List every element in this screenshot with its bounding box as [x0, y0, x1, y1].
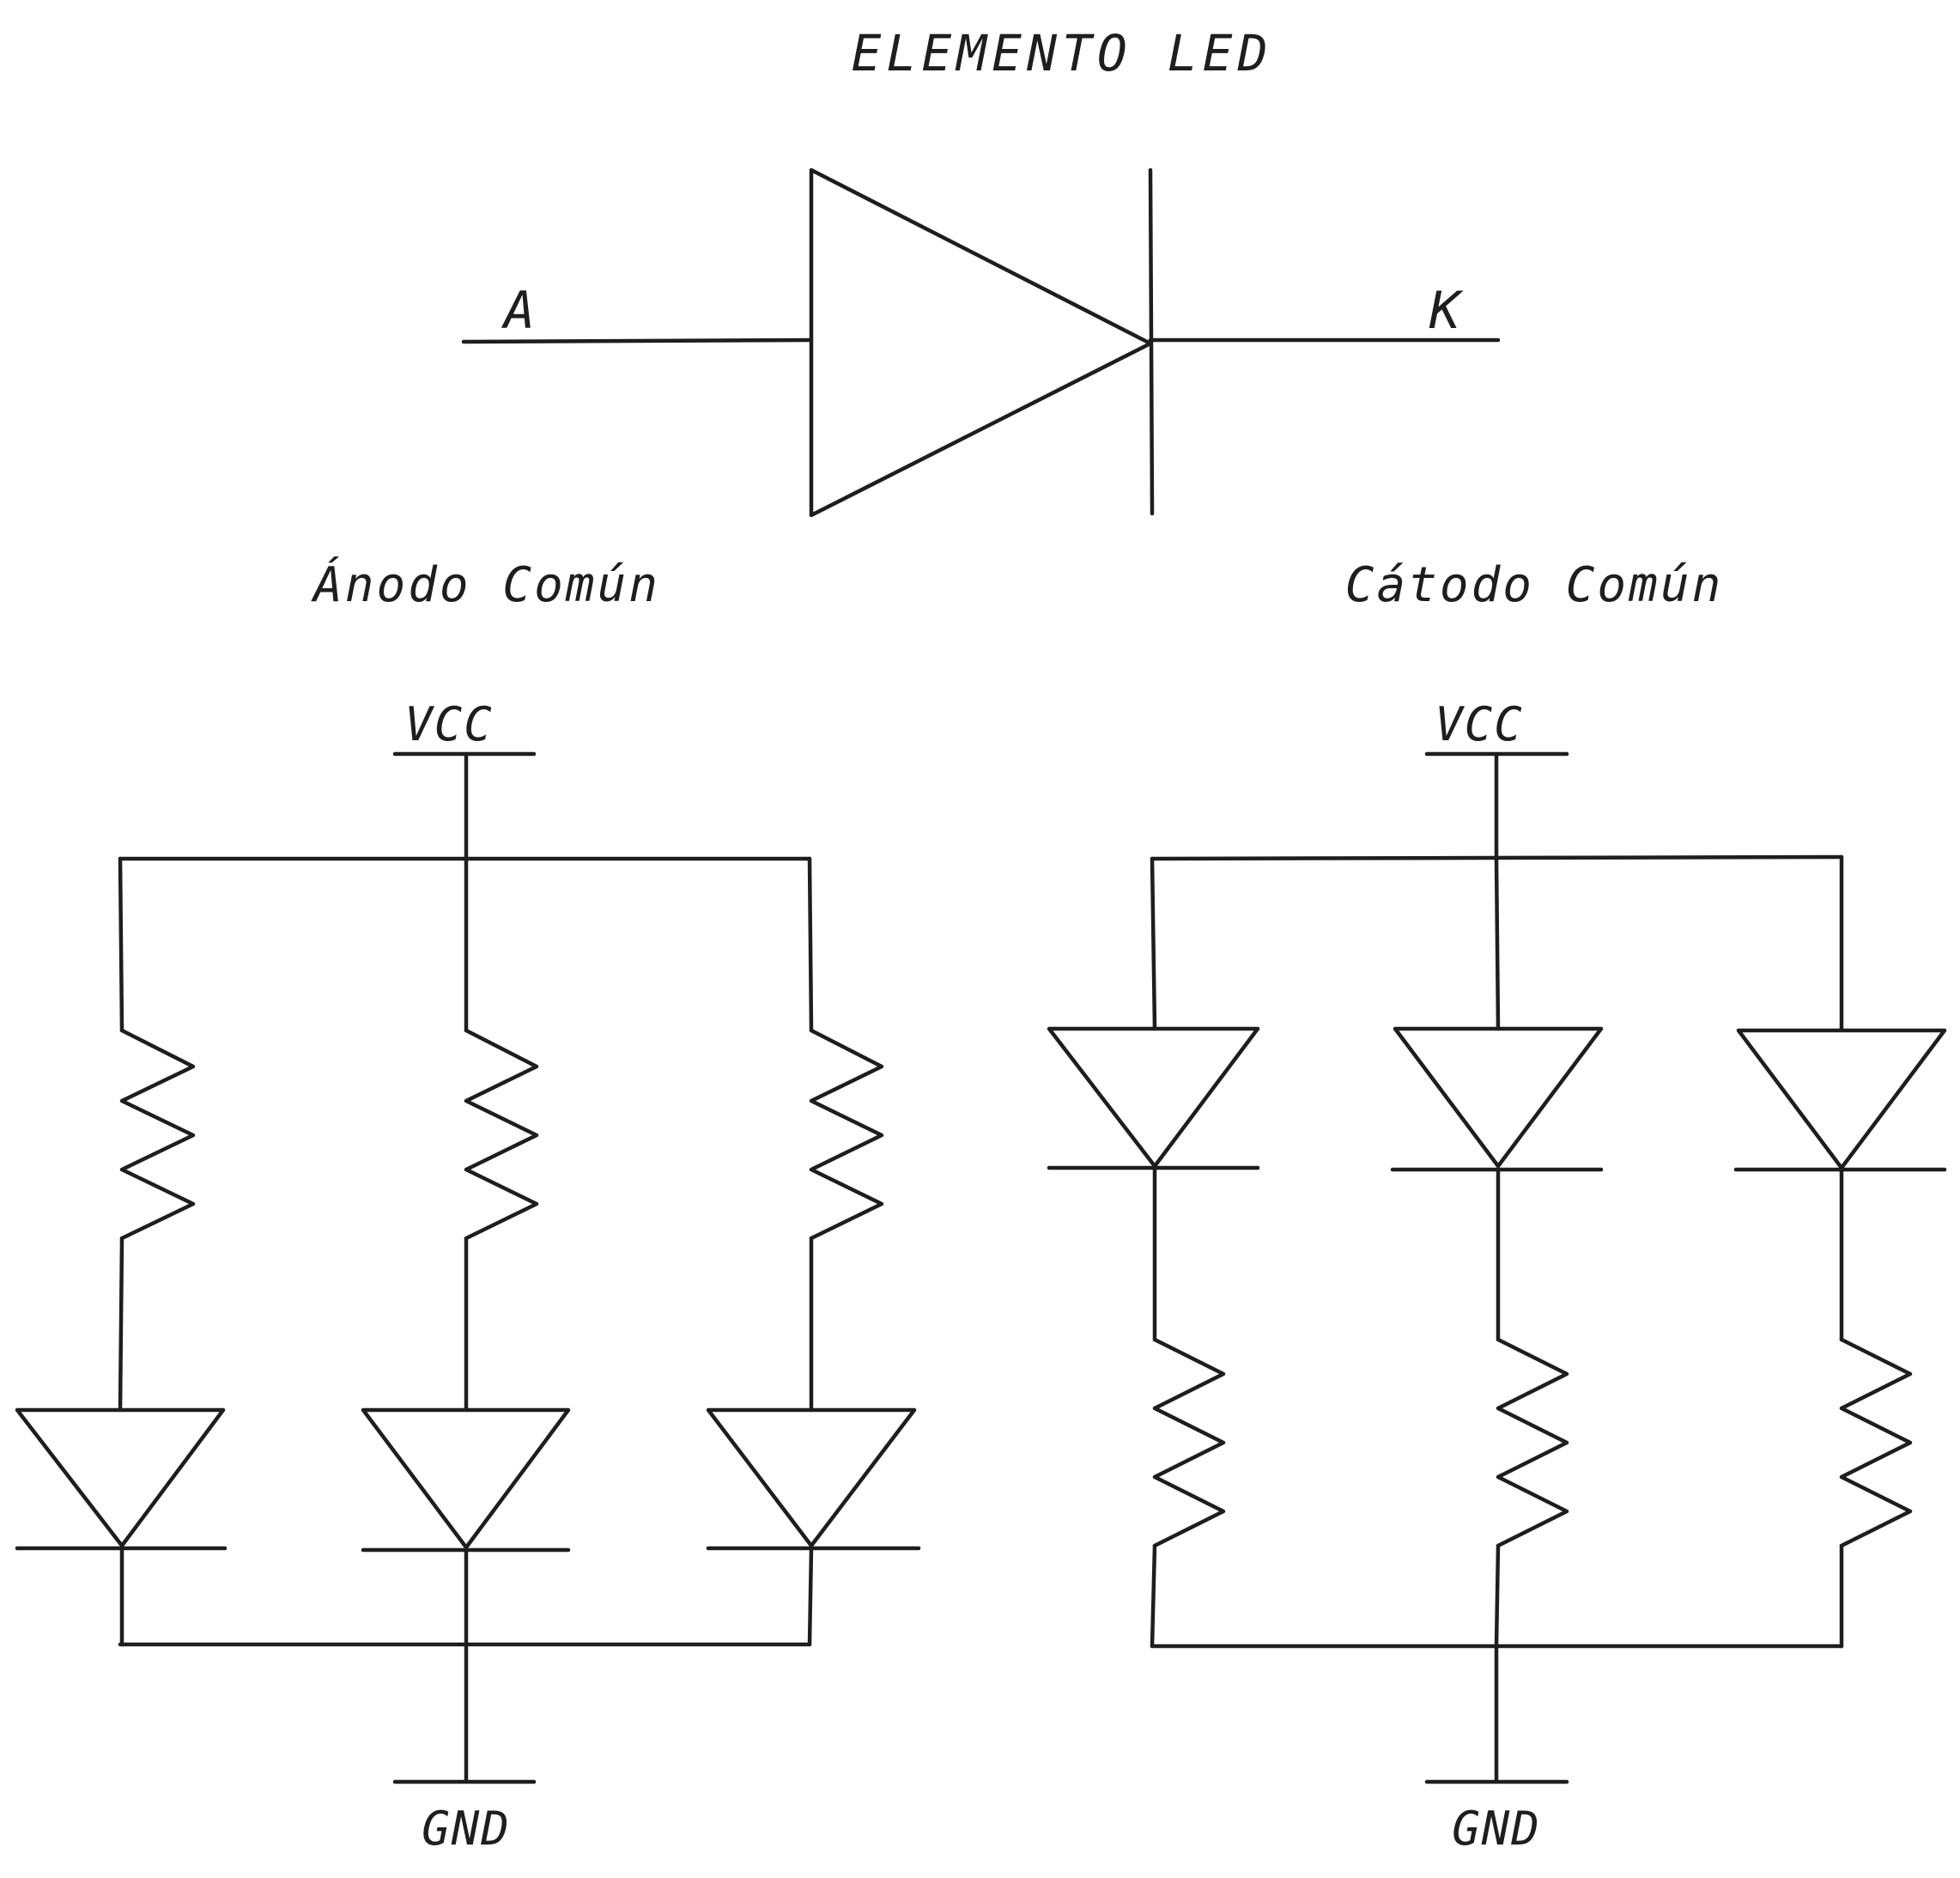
wire	[1150, 856, 1157, 1031]
cathode-gnd-label: GND	[1452, 1802, 1541, 1856]
led-triangle	[706, 1407, 917, 1548]
led-triangle	[1736, 1028, 1947, 1170]
cathode-vcc-label: VCC	[1435, 697, 1524, 751]
resistor-zigzag	[464, 1028, 539, 1241]
anode-vcc-label: VCC	[404, 697, 494, 751]
led-triangle	[1047, 1026, 1260, 1169]
led-triangle	[1393, 1026, 1604, 1169]
diode-triangle	[809, 167, 1153, 518]
cathode-branch	[1733, 854, 1947, 1649]
resistor-zigzag	[1839, 1337, 1913, 1548]
anode-branch	[706, 856, 921, 1647]
diagram-title: ELEMENTO LED	[851, 24, 1272, 82]
cathode-branch	[1047, 856, 1260, 1649]
wire	[118, 856, 124, 1033]
cathode-branch	[1390, 856, 1604, 1649]
led-triangle	[15, 1407, 226, 1548]
common-anode-title: Ánodo Común	[311, 557, 660, 613]
cathode-label: K	[1429, 281, 1464, 341]
wire	[1494, 856, 1501, 1031]
wire	[807, 1546, 814, 1647]
anode-label: A	[501, 281, 535, 341]
common-cathode-title: Cátodo Común	[1345, 557, 1724, 613]
anode-lead	[461, 337, 812, 344]
anode-gnd-label: GND	[422, 1802, 511, 1856]
led-symbol: A K	[461, 167, 1501, 518]
anode-branch	[361, 856, 571, 1647]
resistor-zigzag	[1496, 1337, 1569, 1548]
led-triangle	[361, 1407, 571, 1550]
common-cathode-circuit: VCC GND	[1047, 697, 1947, 1856]
wire	[118, 1236, 124, 1413]
common-anode-circuit: VCC GND	[15, 697, 921, 1856]
wire	[1150, 1543, 1157, 1649]
wire	[807, 856, 814, 1033]
resistor-zigzag	[1152, 1337, 1226, 1548]
wire	[1494, 1543, 1501, 1649]
resistor-zigzag	[809, 1028, 884, 1241]
anode-branch	[15, 856, 228, 1647]
resistor-zigzag	[119, 1028, 196, 1241]
